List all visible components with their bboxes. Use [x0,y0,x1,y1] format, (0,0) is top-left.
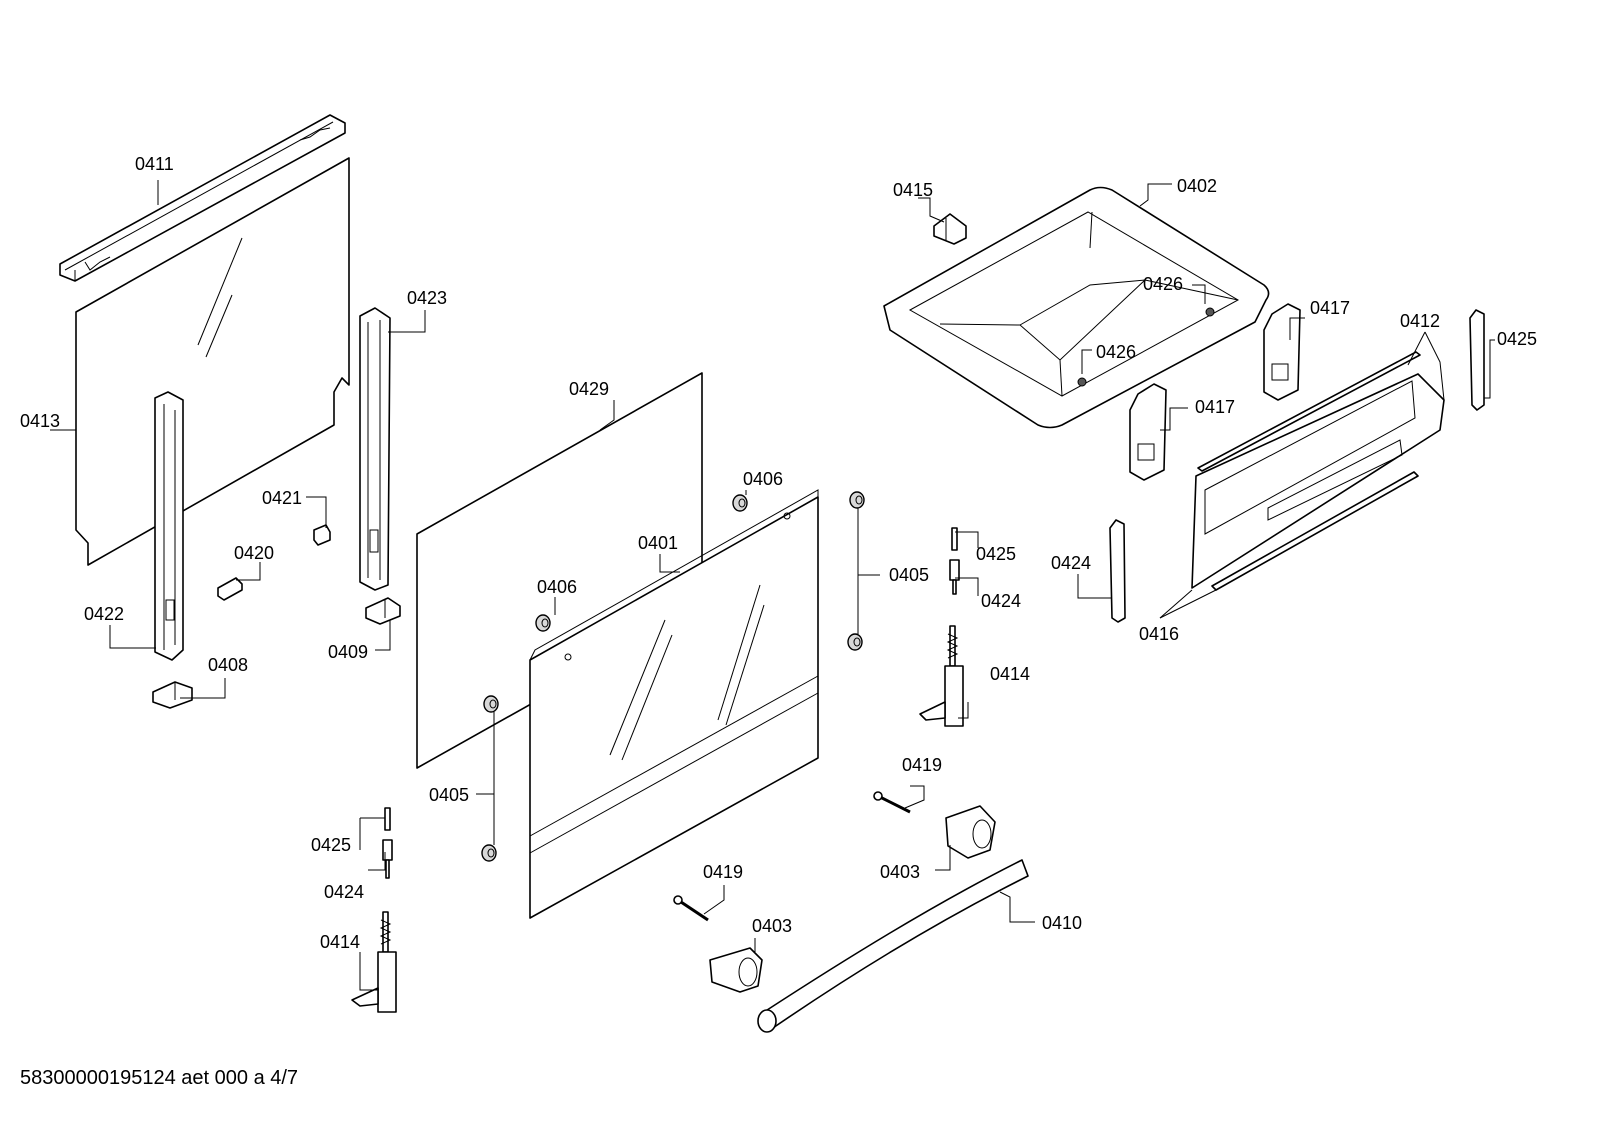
callout-0424-a: 0424 [324,882,364,902]
back-glass-panel-part [75,157,350,566]
end-cap-0403-a [709,947,763,993]
callout-0402: 0402 [1177,176,1217,196]
trim-strip-0424-part [1109,519,1126,623]
callout-0406-b: 0406 [537,577,577,597]
callout-0425-c: 0425 [1497,329,1537,349]
callout-0405-b: 0405 [889,565,929,585]
hinge-holder-0408-part [152,681,193,709]
callout-0412: 0412 [1400,311,1440,331]
pin-0425-right [951,527,958,551]
callout-0417-b: 0417 [1195,397,1235,417]
callout-0422: 0422 [84,604,124,624]
pin-0425-left [384,807,391,831]
bracket-0417-b [1129,383,1167,481]
hinge-0414-right [919,625,964,727]
clip-0421-part [313,524,331,546]
bumper-0406-a [732,494,748,512]
callout-0414-a: 0414 [320,932,360,952]
trim-strip-0425-part [1469,309,1485,411]
handle-0410-part [757,859,1029,1033]
callout-0417-a: 0417 [1310,298,1350,318]
drawer-tray-0402-part [883,186,1270,429]
bracket-0417-a [1263,303,1301,401]
document-id: 58300000195124 aet 000 a 4/7 [20,1067,299,1089]
bumper-0405-a [483,695,499,713]
callout-0401: 0401 [638,533,678,553]
screw-0419-a [673,895,709,922]
bumper-0406-b [535,614,551,632]
callout-0420: 0420 [234,543,274,563]
hinge-0414-left [351,911,397,1013]
clip-0420-part [217,577,243,601]
callout-0416: 0416 [1139,624,1179,644]
callout-0425-b: 0425 [976,544,1016,564]
bumper-0405-c [849,491,865,509]
callout-0429: 0429 [569,379,609,399]
callout-0424-c: 0424 [1051,553,1091,573]
callout-0406-a: 0406 [743,469,783,489]
callout-0410: 0410 [1042,913,1082,933]
callout-0426-b: 0426 [1096,342,1136,362]
callout-0409: 0409 [328,642,368,662]
callout-0415: 0415 [893,180,933,200]
callout-0408: 0408 [208,655,248,675]
callout-0405-a: 0405 [429,785,469,805]
screw-0419-b [873,791,911,814]
bumper-0405-d [847,633,863,651]
callout-0414-b: 0414 [990,664,1030,684]
left-side-frame-part [154,391,184,661]
top-rail-part [59,114,346,282]
callout-0411: 0411 [135,154,174,174]
pin-0424-right [949,559,960,595]
door-0401-part [529,489,819,919]
bumper-0405-b [481,844,497,862]
drawer-front-0416-part [1191,351,1445,591]
callout-0413: 0413 [20,411,60,431]
callout-0426-a: 0426 [1143,274,1183,294]
leader-lines [50,180,1495,991]
callout-0419-a: 0419 [902,755,942,775]
pin-0424-left [382,839,393,879]
callout-0424-b: 0424 [981,591,1021,611]
callout-0425-a: 0425 [311,835,351,855]
right-side-frame-part [359,307,391,591]
callout-0403-a: 0403 [880,862,920,882]
callout-0403-b: 0403 [752,916,792,936]
clip-0415-part [933,213,967,245]
callout-0419-b: 0419 [703,862,743,882]
callout-0423: 0423 [407,288,447,308]
callout-0421: 0421 [262,488,302,508]
end-cap-0403-b [945,805,996,859]
hinge-holder-0409-part [365,597,401,625]
